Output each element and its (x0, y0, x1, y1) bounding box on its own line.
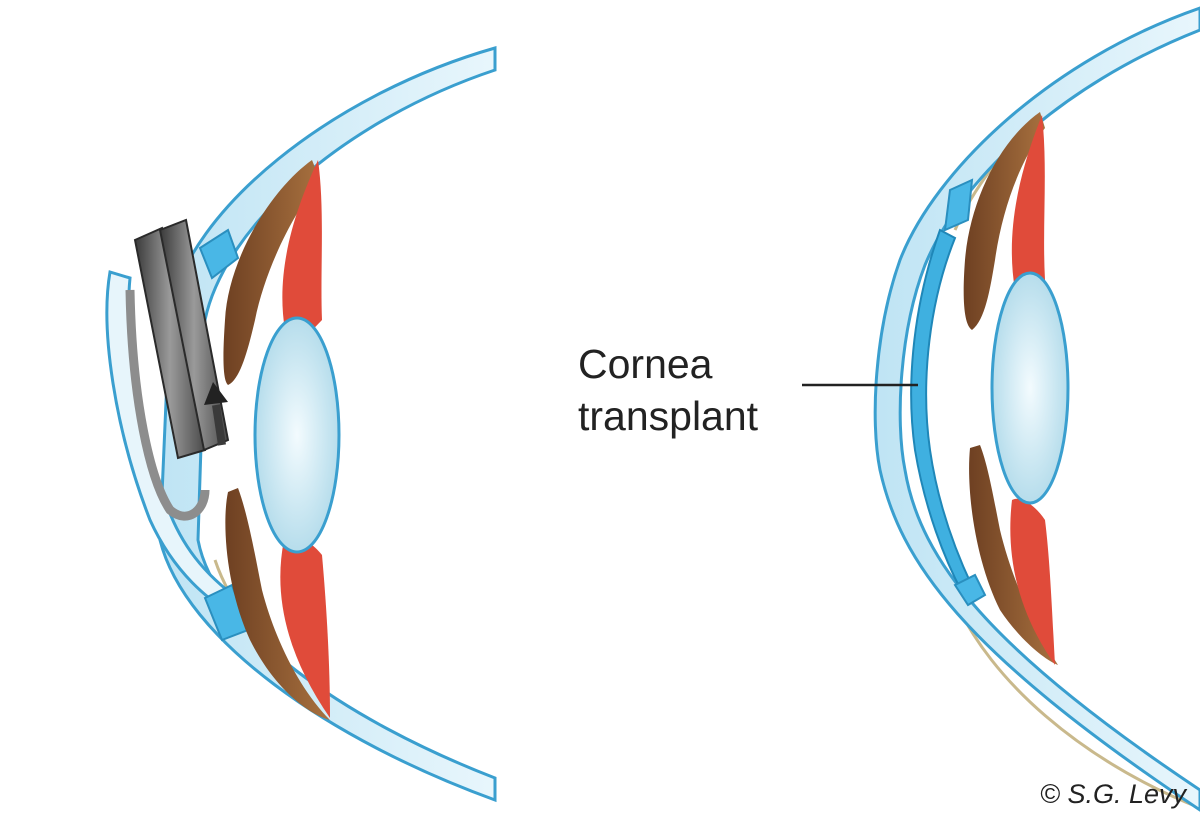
upward-arrow-icon (204, 382, 228, 446)
right-graft-top (943, 178, 974, 232)
right-ciliary-top (1011, 115, 1045, 299)
left-cornea-band (158, 46, 497, 803)
copyright-credit: © S.G. Levy (1040, 779, 1186, 809)
callout-line-1: Cornea (578, 341, 713, 387)
right-iris-bottom (969, 445, 1058, 665)
cornea-transplant-label: Cornea transplant (578, 338, 758, 442)
left-iris-top (223, 160, 320, 385)
left-ciliary-top (282, 160, 322, 342)
right-eye (873, 6, 1200, 812)
left-iris-bottom (225, 488, 330, 720)
left-eye (105, 46, 497, 803)
right-iris-top (963, 112, 1045, 330)
right-ciliary-bottom (1010, 498, 1055, 665)
left-graft-top (198, 228, 240, 280)
right-graft-bottom (953, 573, 987, 607)
right-lens (990, 271, 1070, 505)
left-lens (253, 316, 341, 554)
left-ciliary-bottom (280, 535, 330, 718)
callout-line-2: transplant (578, 393, 759, 439)
